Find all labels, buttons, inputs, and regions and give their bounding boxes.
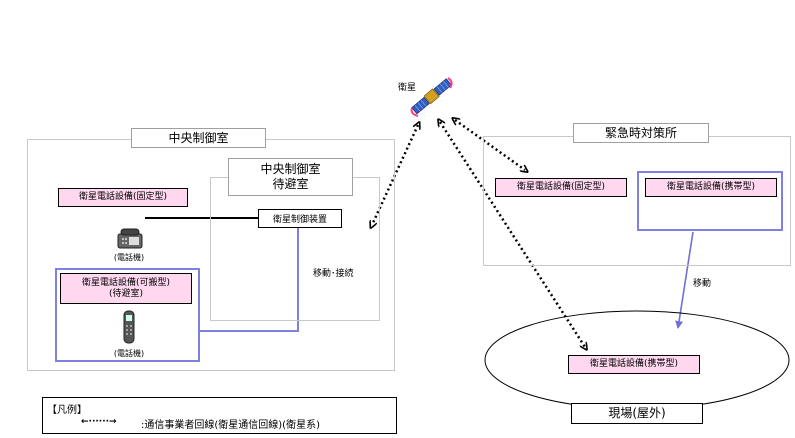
purple-link-controller <box>198 228 299 332</box>
satellite-label: 衛星 <box>398 83 417 93</box>
shelter-title-line2: 待避室 <box>272 177 309 191</box>
satellite-controller: 衛星制御装置 <box>258 209 342 228</box>
legend-arrow-icon: ←······→ <box>81 417 117 427</box>
satellite-icon <box>410 77 453 117</box>
telephone-label: (電話機) <box>113 253 145 262</box>
legend-text: :通信事業者回線(衛星通信回線)(衛星系) <box>141 420 320 431</box>
satellite: 衛星 <box>398 70 458 125</box>
handset-icon <box>123 310 135 344</box>
shelter-title-line1: 中央制御室 <box>260 162 321 176</box>
handset-label: (電話機) <box>113 349 145 358</box>
shelter-area <box>210 177 380 321</box>
telephone-icon <box>117 228 143 249</box>
central-portable-phone: 衛星電話設備(可搬型) (待避室) <box>60 273 192 304</box>
central-portable-line2: (待避室) <box>108 288 144 299</box>
central-control-title: 中央制御室 <box>131 128 266 148</box>
central-portable-frame <box>55 268 200 362</box>
legend-title: 【凡例】 <box>47 405 87 416</box>
emergency-title: 緊急時対策所 <box>573 123 709 143</box>
emergency-portable-frame <box>637 171 783 231</box>
central-fixed-phone: 衛星電話設備(固定型) <box>58 188 188 207</box>
emergency-fixed-phone: 衛星電話設備(固定型) <box>495 178 627 197</box>
shelter-title: 中央制御室 待避室 <box>228 158 353 196</box>
legend: 【凡例】 ←······→ :通信事業者回線(衛星通信回線)(衛星系) <box>42 397 397 434</box>
move-label: 移動 <box>693 279 712 289</box>
field-portable-phone: 衛星電話設備(携帯型) <box>568 355 700 374</box>
central-portable-line1: 衛星電話設備(可搬型) <box>81 277 171 288</box>
move-connect-label: 移動･接続 <box>313 269 354 279</box>
emergency-portable-phone: 衛星電話設備(携帯型) <box>645 178 777 197</box>
field-title: 現場(屋外) <box>571 403 703 424</box>
purple-move-arrow <box>675 231 694 329</box>
